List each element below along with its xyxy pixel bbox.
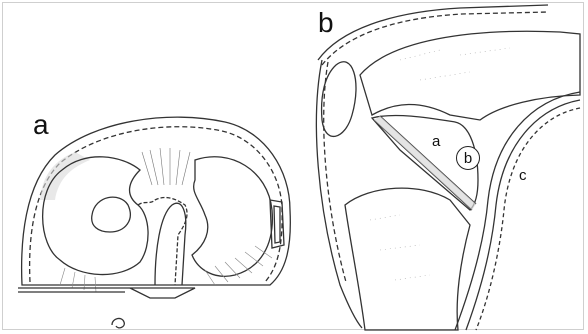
- bursa-c-outer: [455, 92, 580, 330]
- bottom-edge: [18, 288, 130, 292]
- inner-cavity: [92, 197, 131, 232]
- fiber-lines: [142, 148, 190, 185]
- panel-a-drawing: [18, 117, 290, 328]
- panel-label-a: a: [33, 111, 49, 139]
- panel-label-b: b: [318, 9, 334, 37]
- panel-b-drawing: [316, 5, 580, 330]
- structure-label-c: c: [519, 168, 527, 183]
- upper-contour-inner: [322, 12, 548, 65]
- front-pad-inner: [274, 206, 280, 243]
- upper-bone: [360, 31, 580, 120]
- bursa-c-inner: [466, 100, 580, 330]
- bursa-c-dash: [476, 108, 580, 330]
- lower-bone-texture: [370, 215, 430, 280]
- structure-label-b-circled: b: [456, 146, 480, 170]
- lower-bone: [345, 188, 470, 330]
- lateral-condyle: [192, 157, 272, 277]
- bottom-wedge: [130, 288, 195, 298]
- left-bone-inner: [324, 62, 346, 282]
- upper-bone-texture: [400, 48, 510, 80]
- bottom-curl: [112, 318, 124, 327]
- structure-label-a: a: [432, 134, 440, 149]
- central-notch: [138, 198, 187, 285]
- cruciate-ligament: [155, 203, 186, 285]
